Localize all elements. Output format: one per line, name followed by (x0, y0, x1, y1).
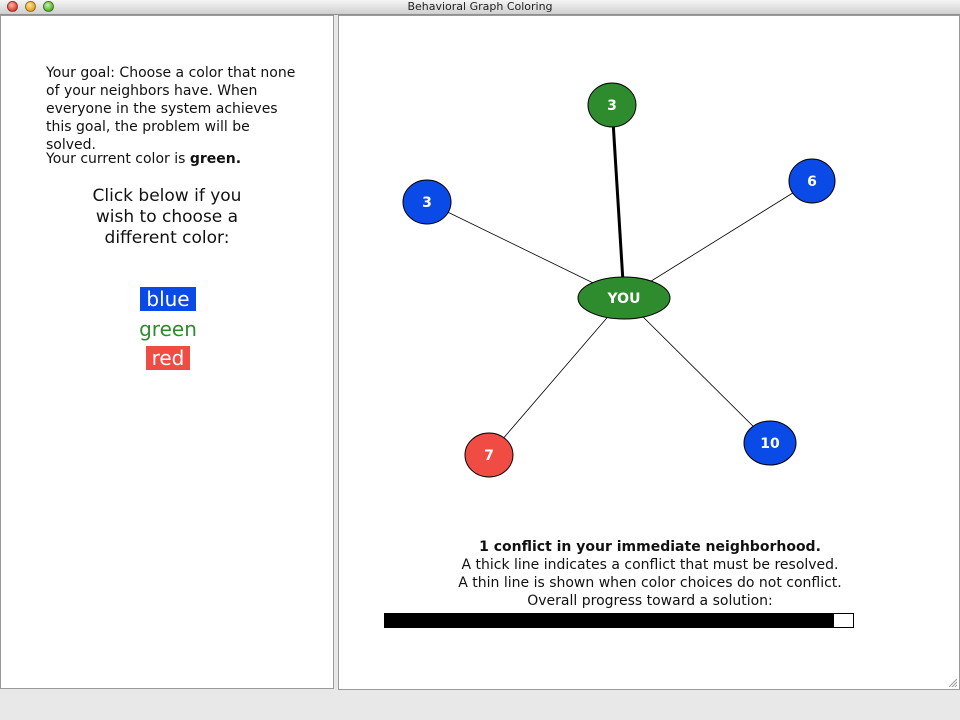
goal-text: Your goal: Choose a color that none of y… (46, 65, 296, 153)
color-option-blue[interactable]: blue (140, 287, 196, 311)
neighbor-node: 3 (587, 82, 637, 128)
neighbor-node-circle (587, 82, 637, 128)
neighbor-node-circle (464, 432, 514, 478)
color-option-red[interactable]: red (145, 346, 191, 370)
neighbor-node-label: 3 (607, 98, 617, 114)
minimize-window-button[interactable] (25, 1, 36, 12)
thin-line-explanation: A thin line is shown when color choices … (458, 575, 842, 591)
neighborhood-graph: 3 6 3 7 10 YOU (402, 82, 836, 478)
choose-color-instruction: Click below if you wish to choose a diff… (92, 186, 242, 248)
neighbor-edge (623, 180, 813, 299)
color-option-green[interactable]: green (139, 317, 197, 341)
neighbor-node: 3 (402, 179, 452, 225)
neighbor-node-label: 6 (807, 174, 817, 190)
zoom-window-button[interactable] (43, 1, 54, 12)
conflict-summary: 1 conflict in your immediate neighborhoo… (479, 539, 821, 555)
title-bar[interactable]: Behavioral Graph Coloring (0, 0, 960, 15)
neighbor-node-circle (788, 158, 836, 204)
neighbor-node-label: 10 (760, 436, 780, 452)
neighbor-node: 7 (464, 432, 514, 478)
window-title: Behavioral Graph Coloring (407, 0, 553, 13)
progress-label: Overall progress toward a solution: (527, 593, 773, 609)
conflict-edge (610, 104, 626, 299)
neighbor-node-circle (402, 179, 452, 225)
current-color-text: Your current color is green. (46, 151, 241, 167)
thick-line-explanation: A thick line indicates a conflict that m… (461, 557, 839, 573)
current-color-value: green. (189, 151, 242, 167)
neighbor-node-label: 3 (422, 195, 432, 211)
graph-pane: 3 6 3 7 10 YOU 1 conflict in your immediate n… (338, 15, 960, 690)
neighbor-node: 10 (743, 420, 797, 466)
neighbor-node-circle (743, 420, 797, 466)
neighbor-node-label: 7 (484, 448, 494, 464)
neighbor-edge (488, 297, 625, 456)
progress-bar-fill (385, 614, 835, 627)
color-option-green-row: green (1, 317, 335, 341)
neighbor-edge (426, 201, 625, 299)
self-node-ellipse (577, 276, 671, 320)
current-color-prefix: Your current color is (46, 151, 190, 167)
neighbor-edge (623, 297, 771, 444)
instructions-pane: Your goal: Choose a color that none of y… (0, 15, 334, 689)
resize-grip-icon[interactable] (947, 677, 957, 687)
self-node-label: YOU (607, 291, 641, 307)
neighbor-node: 6 (788, 158, 836, 204)
color-option-blue-row: blue (1, 287, 335, 311)
self-node: YOU (577, 276, 671, 320)
color-option-red-row: red (1, 346, 335, 370)
close-window-button[interactable] (7, 1, 18, 12)
progress-bar (384, 613, 854, 628)
